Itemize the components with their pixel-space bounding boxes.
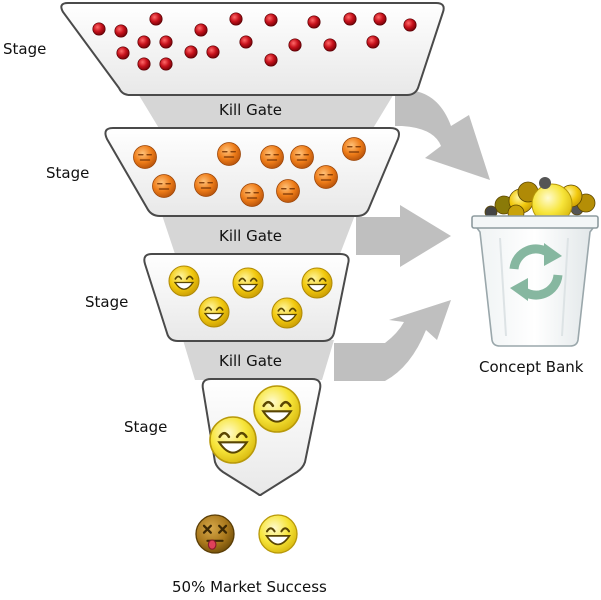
raw-idea-dot [264, 53, 278, 67]
raw-idea-dot [307, 15, 321, 29]
market-success-label: 50% Market Success [172, 578, 327, 596]
raw-idea-dot [149, 12, 163, 26]
raw-idea-dot [229, 12, 243, 26]
raw-idea-dot [194, 23, 208, 37]
raw-idea-dot [403, 18, 417, 32]
content-face-icon [290, 145, 314, 169]
raw-idea-dot [373, 12, 387, 26]
raw-idea-dot [323, 38, 337, 52]
content-face-icon [240, 183, 264, 207]
kill-gate-1-label: Kill Gate [219, 101, 283, 119]
reject-arrow-1 [395, 91, 490, 180]
recycle-icon [509, 243, 563, 301]
laughing-face-icon [258, 514, 298, 554]
stage-1-container [60, 2, 445, 96]
content-face-icon [314, 165, 338, 189]
reject-arrow-2 [356, 205, 451, 267]
stage-2-container [104, 127, 400, 217]
raw-idea-dot [264, 13, 278, 27]
raw-idea-dot [116, 46, 130, 60]
raw-idea-dot [159, 57, 173, 71]
smiling-face-icon [301, 267, 333, 299]
stage-2-label: Stage [46, 164, 90, 182]
kill-gate-3-label: Kill Gate [219, 352, 283, 370]
kill-gate-2-label: Kill Gate [219, 227, 283, 245]
raw-idea-dot [239, 35, 253, 49]
market-outcome-faces [195, 514, 298, 554]
raw-idea-dot [137, 35, 151, 49]
content-face-icon [152, 174, 176, 198]
smiling-face-icon [198, 296, 230, 328]
concept-bank-label: Concept Bank [479, 358, 584, 376]
content-face-icon [276, 179, 300, 203]
content-face-icon [342, 137, 366, 161]
content-face-icon [194, 173, 218, 197]
rejected-ideas-pile [484, 177, 596, 225]
stage-3-ideas [168, 265, 333, 329]
content-face-icon [217, 142, 241, 166]
raw-idea-dot [92, 22, 106, 36]
raw-idea-dot [184, 45, 198, 59]
laughing-face-icon [253, 385, 301, 433]
raw-idea-dot [137, 57, 151, 71]
stage-3-label: Stage [85, 293, 129, 311]
raw-idea-dot [159, 35, 173, 49]
reject-arrow-3 [334, 300, 451, 381]
raw-idea-dot [114, 24, 128, 38]
dead-face-icon [195, 514, 235, 554]
kill-gate-1 [137, 92, 395, 130]
raw-idea-dot [366, 35, 380, 49]
smiling-face-icon [232, 267, 264, 299]
smiling-face-icon [168, 265, 200, 297]
laughing-face-icon [209, 416, 257, 464]
content-face-icon [260, 145, 284, 169]
stage-4-label: Stage [124, 418, 168, 436]
raw-idea-dot [206, 45, 220, 59]
kill-gate-2 [162, 215, 355, 254]
content-face-icon [133, 145, 157, 169]
raw-idea-dot [288, 38, 302, 52]
smiling-face-icon [271, 297, 303, 329]
raw-idea-dot [343, 12, 357, 26]
rejected-idea-icon [539, 177, 551, 189]
kill-gate-3 [183, 340, 334, 380]
reject-arrows [334, 91, 490, 381]
stage-4-ideas [209, 385, 301, 464]
stage-1-ideas [92, 12, 417, 71]
concept-bank-bin [471, 177, 599, 347]
stage-2-ideas [133, 137, 366, 207]
stage-1-label: Stage [3, 40, 47, 58]
